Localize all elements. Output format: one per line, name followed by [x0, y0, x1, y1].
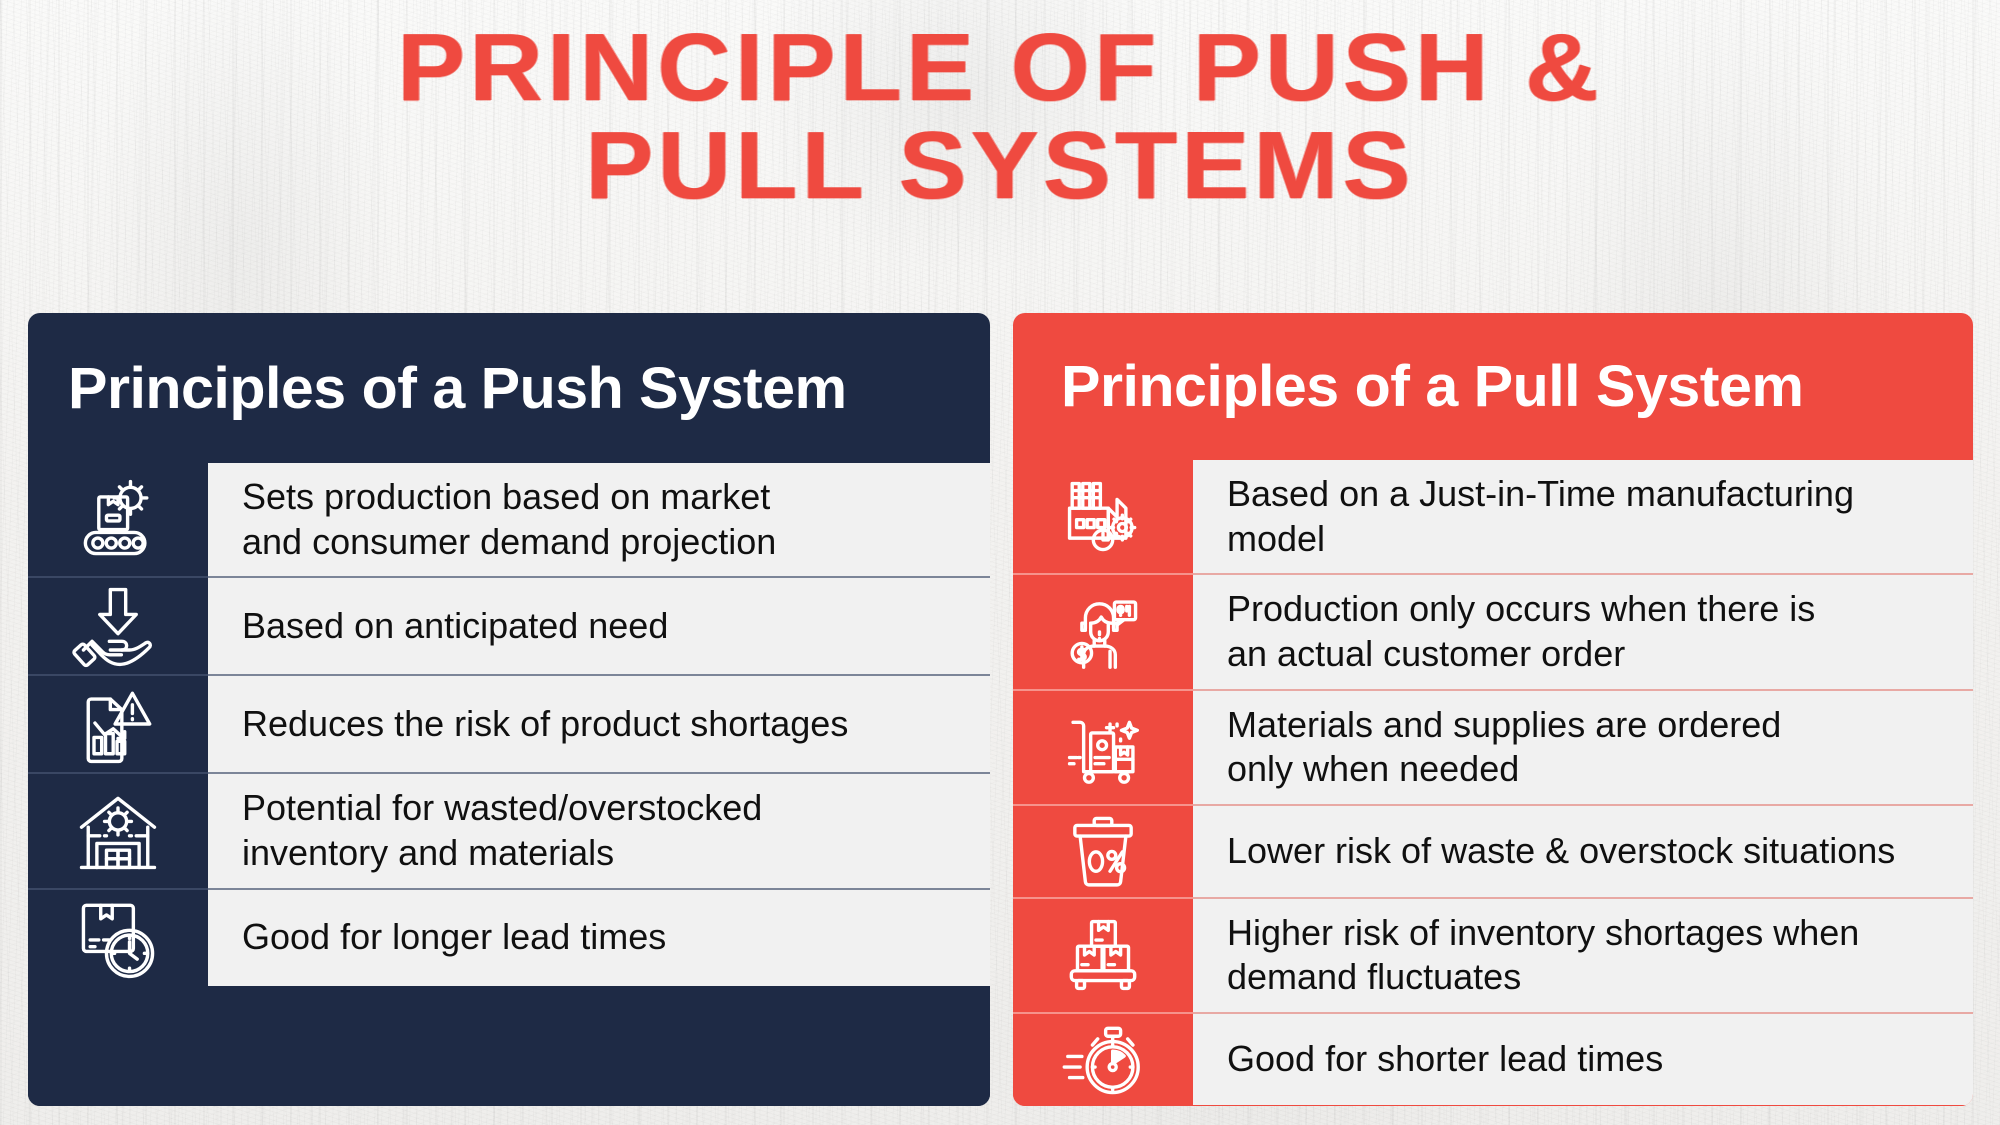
list-item-label: Reduces the risk of product shortages [208, 674, 990, 773]
hand-down-arrow-icon [28, 576, 208, 675]
conveyor-belt-gear-icon [28, 463, 208, 577]
pull-panel-title: Principles of a Pull System [1061, 354, 1804, 419]
list-item[interactable]: Based on a Just-in-Time manufacturing mo… [1013, 460, 1973, 574]
hand-truck-supplies-icon [1013, 688, 1193, 804]
page-title: PRINCIPLE OF PUSH & PULL SYSTEMS [0, 14, 2000, 220]
trash-zero-percent-icon [1013, 803, 1193, 897]
stacked-boxes-pallet-icon [1013, 896, 1193, 1013]
title-line-1: PRINCIPLE OF PUSH & [397, 14, 1603, 121]
push-panel-title: Principles of a Push System [68, 355, 847, 421]
pull-rows-list: Based on a Just-in-Time manufacturing mo… [1013, 460, 1973, 1106]
list-item[interactable]: Potential for wasted/overstocked invento… [28, 772, 990, 888]
warehouse-gear-icon [28, 772, 208, 888]
list-item[interactable]: Lower risk of waste & overstock situatio… [1013, 803, 1973, 897]
factory-gear-clock-icon [1013, 460, 1193, 574]
list-item-label: Materials and supplies are ordered only … [1193, 688, 1973, 804]
box-clock-icon [28, 887, 208, 986]
customer-order-money-icon [1013, 573, 1193, 689]
pull-panel-footer [1013, 1105, 1973, 1106]
list-item[interactable]: Good for shorter lead times [1013, 1012, 1973, 1106]
list-item-label: Good for longer lead times [208, 887, 990, 986]
list-item[interactable]: Based on anticipated need [28, 576, 990, 675]
report-decline-warning-icon [28, 674, 208, 773]
push-system-panel: Principles of a Push System [28, 313, 990, 1106]
list-item-label: Potential for wasted/overstocked invento… [208, 772, 990, 888]
pull-panel-header: Principles of a Pull System [1013, 313, 1973, 460]
list-item-label: Based on anticipated need [208, 576, 990, 675]
list-item-label: Production only occurs when there is an … [1193, 573, 1973, 689]
push-panel-footer [28, 985, 990, 1106]
list-item[interactable]: Sets production based on market and cons… [28, 463, 990, 577]
list-item[interactable]: Higher risk of inventory shortages when … [1013, 896, 1973, 1013]
list-item-label: Good for shorter lead times [1193, 1012, 1973, 1106]
list-item-label: Based on a Just-in-Time manufacturing mo… [1193, 460, 1973, 574]
push-panel-header: Principles of a Push System [28, 313, 990, 463]
fast-stopwatch-icon [1013, 1012, 1193, 1106]
list-item[interactable]: Materials and supplies are ordered only … [1013, 688, 1973, 804]
list-item-label: Higher risk of inventory shortages when … [1193, 896, 1973, 1013]
list-item-label: Sets production based on market and cons… [208, 463, 990, 577]
push-rows-list: Sets production based on market and cons… [28, 463, 990, 986]
list-item[interactable]: Reduces the risk of product shortages [28, 674, 990, 773]
title-line-2: PULL SYSTEMS [585, 112, 1415, 220]
list-item[interactable]: Good for longer lead times [28, 887, 990, 986]
list-item[interactable]: Production only occurs when there is an … [1013, 573, 1973, 689]
pull-system-panel: Principles of a Pull System [1013, 313, 1973, 1106]
list-item-label: Lower risk of waste & overstock situatio… [1193, 803, 1973, 897]
